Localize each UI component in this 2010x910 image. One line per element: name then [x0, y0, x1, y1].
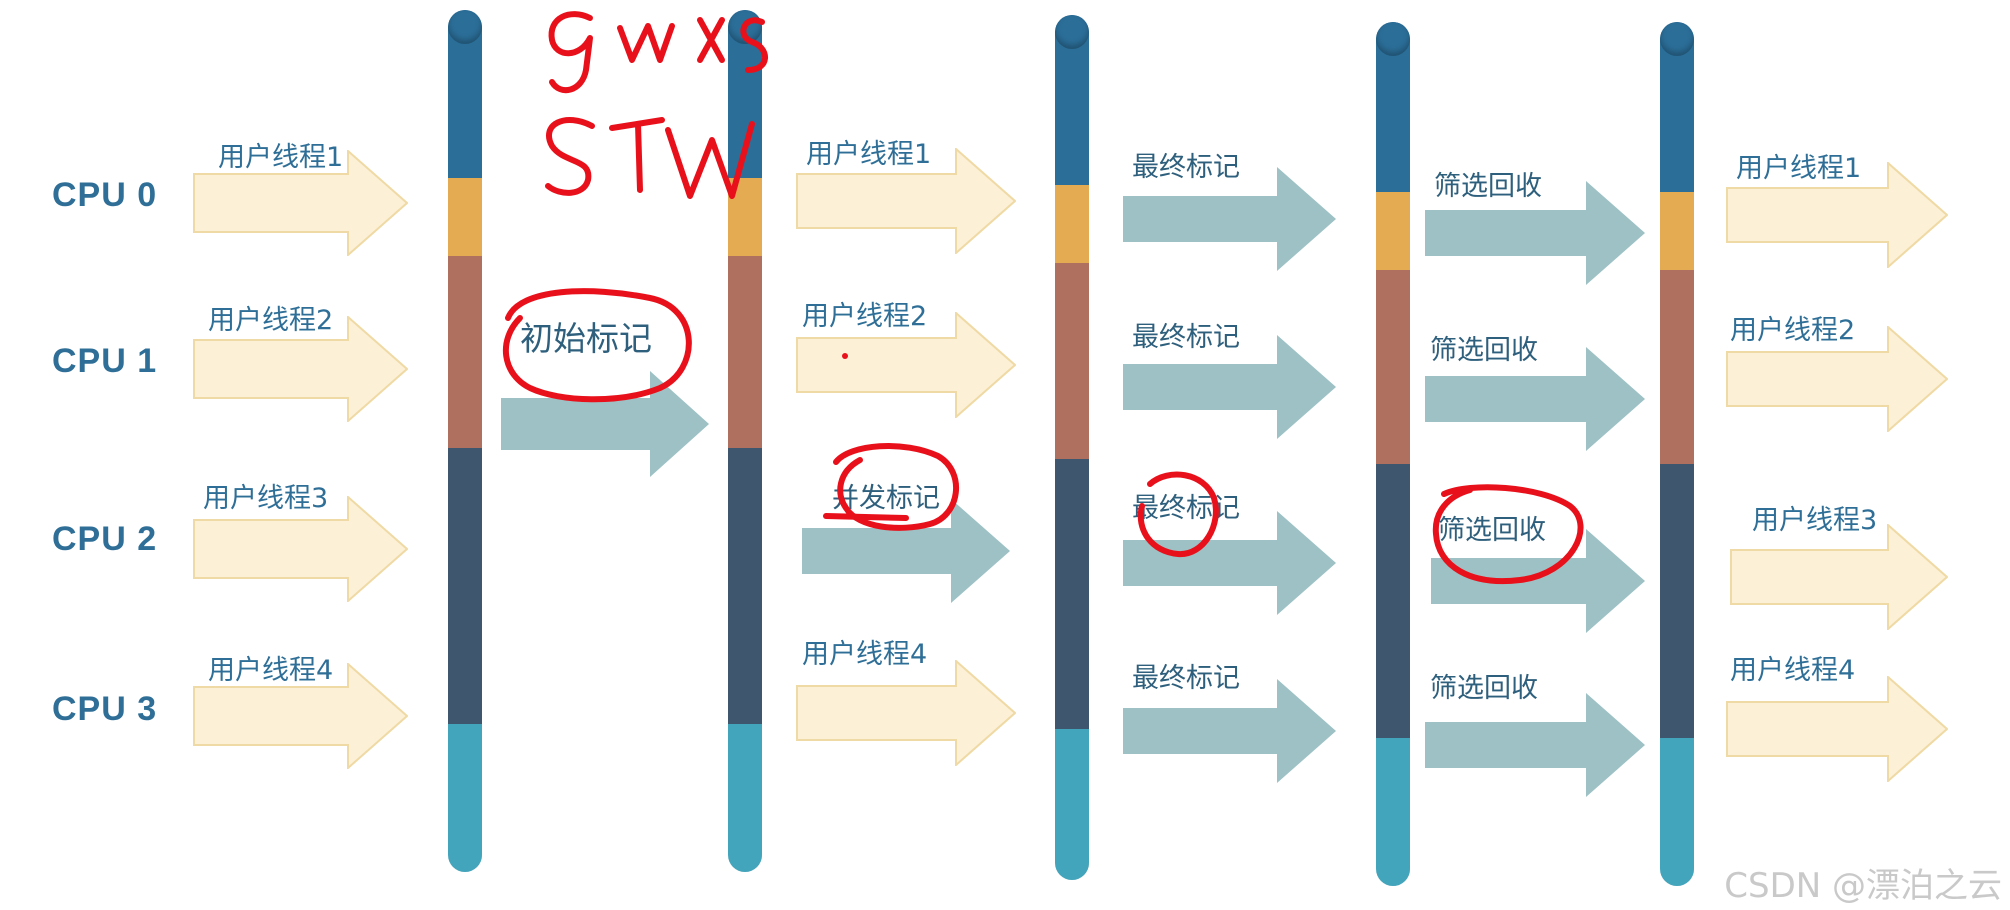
phase1-arrow-cpu3 — [193, 663, 408, 769]
phase1-label-cpu2: 用户线程3 — [203, 483, 329, 514]
phase1-arrow-cpu0 — [193, 150, 408, 256]
phase2-label-cpu1: 用户线程2 — [802, 301, 928, 332]
pillar-1 — [448, 10, 482, 872]
concurrent-mark-arrow — [802, 499, 1010, 603]
handwriting-roots-1 — [617, 23, 675, 63]
phase2-arrow-cpu1 — [796, 312, 1016, 418]
watermark: CSDN @漂泊之云 — [1724, 866, 2002, 906]
handwriting-roots-2 — [697, 17, 725, 63]
cleanup-arrow-cpu0 — [1425, 181, 1645, 285]
phase1-arrow-cpu2 — [193, 496, 408, 602]
pillar-3 — [1055, 15, 1089, 880]
phase1-label-cpu0: 用户线程1 — [218, 142, 344, 173]
cleanup-arrow-cpu1 — [1425, 347, 1645, 451]
phase5-arrow-cpu1 — [1726, 326, 1948, 432]
final-mark-arrow-cpu0 — [1123, 167, 1336, 271]
phase2-label-cpu0: 用户线程1 — [806, 139, 932, 170]
phase5-label-cpu2: 用户线程3 — [1752, 505, 1878, 536]
pillar-4 — [1376, 22, 1410, 886]
initial-mark-arrow — [501, 371, 709, 477]
cpu-1-label: CPU 1 — [52, 342, 158, 380]
phase5-arrow-cpu0 — [1726, 162, 1948, 268]
cpu-3-label: CPU 3 — [52, 690, 158, 728]
phase2-label-cpu3: 用户线程4 — [802, 639, 928, 670]
phase1-arrow-cpu1 — [193, 316, 408, 422]
handwriting-s — [545, 116, 595, 196]
handwriting-gc — [548, 11, 593, 94]
final-mark-label-cpu1: 最终标记 — [1132, 322, 1240, 353]
phase2-arrow-cpu3 — [796, 660, 1016, 766]
pillar-5 — [1660, 22, 1694, 886]
cpu-2-label: CPU 2 — [52, 520, 158, 558]
final-mark-arrow-cpu1 — [1123, 335, 1336, 439]
cleanup-arrow-cpu3 — [1425, 693, 1645, 797]
cleanup-label-cpu1: 筛选回收 — [1430, 335, 1538, 366]
cleanup-arrow-cpu2 — [1431, 529, 1645, 633]
final-mark-label-cpu3: 最终标记 — [1132, 663, 1240, 694]
phase2-arrow-cpu0 — [796, 148, 1016, 254]
final-mark-arrow-cpu3 — [1123, 679, 1336, 783]
cleanup-label-cpu0: 筛选回收 — [1434, 171, 1542, 202]
phase1-label-cpu1: 用户线程2 — [208, 305, 334, 336]
cleanup-label-cpu3: 筛选回收 — [1430, 673, 1538, 704]
phase1-label-cpu3: 用户线程4 — [208, 655, 334, 686]
phase5-label-cpu3: 用户线程4 — [1730, 655, 1856, 686]
pillar-2 — [728, 10, 762, 872]
phase5-label-cpu0: 用户线程1 — [1736, 153, 1862, 184]
phase5-arrow-cpu3 — [1726, 676, 1948, 782]
cpu-0-label: CPU 0 — [52, 176, 158, 214]
final-mark-arrow-cpu2 — [1123, 511, 1336, 615]
initial-mark-label: 初始标记 — [520, 319, 652, 358]
phase5-label-cpu1: 用户线程2 — [1730, 315, 1856, 346]
phase5-arrow-cpu2 — [1730, 524, 1948, 630]
handwriting-t — [609, 117, 665, 193]
final-mark-label-cpu0: 最终标记 — [1132, 152, 1240, 183]
